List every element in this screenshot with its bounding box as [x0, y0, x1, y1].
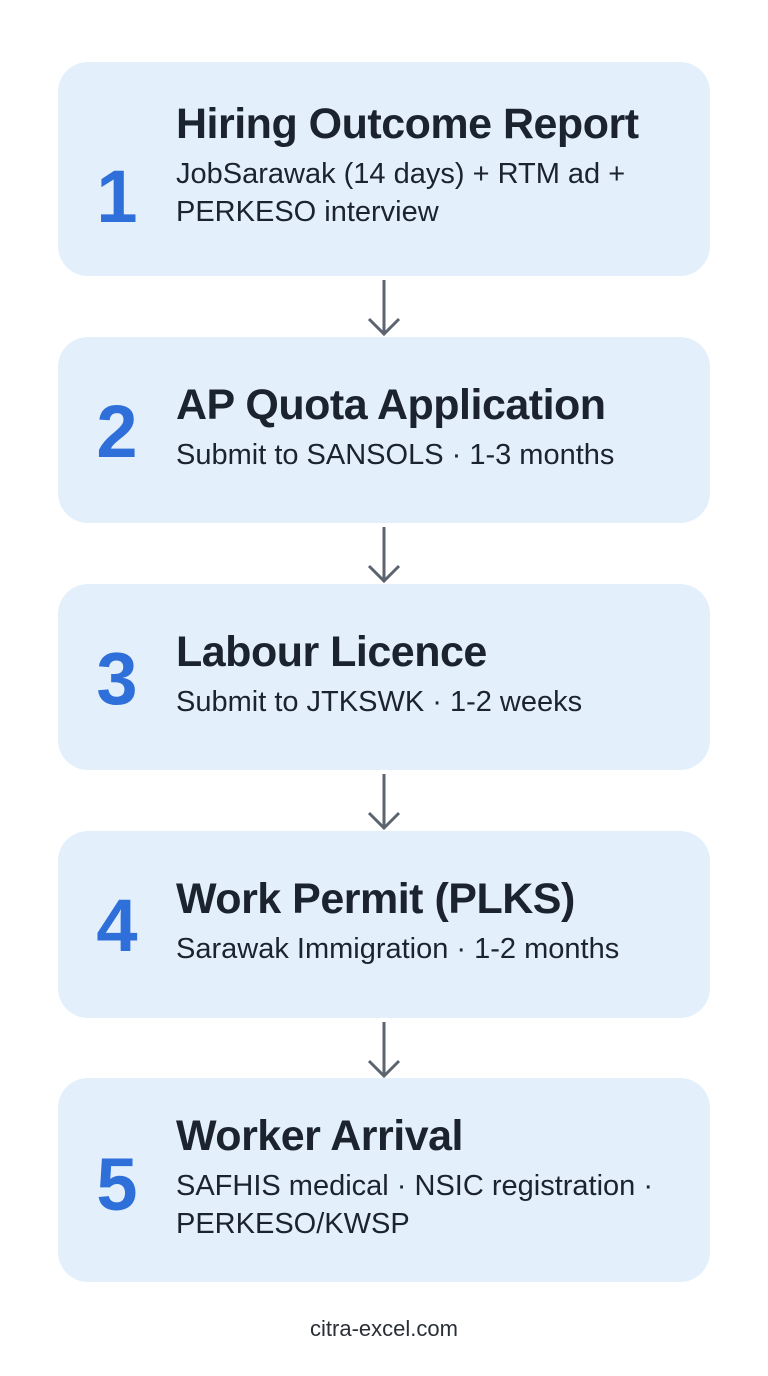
step-description: Submit to SANSOLS · 1-3 months: [176, 439, 615, 472]
arrow-down-icon: [367, 774, 401, 831]
step-number: 4: [96, 884, 138, 967]
step-title: AP Quota Application: [176, 381, 606, 429]
step-number: 2: [96, 390, 138, 473]
arrow-down-icon: [367, 527, 401, 584]
step-card-2: 2 AP Quota Application Submit to SANSOLS…: [58, 337, 710, 523]
step-description: Submit to JTKSWK · 1-2 weeks: [176, 686, 583, 719]
step-description: SAFHIS medical · NSIC registration · PER…: [176, 1170, 654, 1241]
step-number: 5: [96, 1143, 138, 1226]
step-card-4: 4 Work Permit (PLKS) Sarawak Immigration…: [58, 831, 710, 1018]
step-description: Sarawak Immigration · 1-2 months: [176, 933, 620, 966]
step-body: AP Quota Application Submit to SANSOLS ·…: [176, 381, 692, 474]
step-body: Hiring Outcome Report JobSarawak (14 day…: [176, 100, 692, 231]
step-title: Labour Licence: [176, 628, 487, 676]
step-card-5: 5 Worker Arrival SAFHIS medical · NSIC r…: [58, 1078, 710, 1282]
step-body: Worker Arrival SAFHIS medical · NSIC reg…: [176, 1112, 692, 1243]
step-description: JobSarawak (14 days) + RTM ad + PERKESO …: [176, 158, 626, 229]
step-number: 3: [96, 637, 138, 720]
step-title: Worker Arrival: [176, 1112, 463, 1160]
arrow-down-icon: [367, 1022, 401, 1079]
step-title: Work Permit (PLKS): [176, 875, 575, 923]
step-card-1: 1 Hiring Outcome Report JobSarawak (14 d…: [58, 62, 710, 276]
step-card-3: 3 Labour Licence Submit to JTKSWK · 1-2 …: [58, 584, 710, 770]
step-body: Labour Licence Submit to JTKSWK · 1-2 we…: [176, 628, 692, 721]
step-number: 1: [96, 155, 138, 238]
step-body: Work Permit (PLKS) Sarawak Immigration ·…: [176, 875, 692, 968]
footer-website: citra-excel.com: [310, 1316, 458, 1341]
arrow-down-icon: [367, 280, 401, 337]
step-title: Hiring Outcome Report: [176, 100, 639, 148]
